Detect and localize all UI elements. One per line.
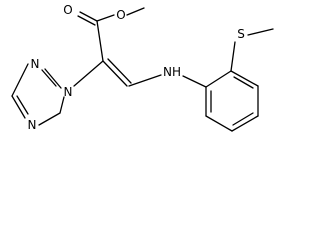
bond-carbonyl-to-alpha (96, 20, 104, 62)
triazole-n4-atom: N (28, 118, 37, 132)
carbonyl-oxygen-atom: O (63, 3, 72, 17)
bond-triazole-c3-n4-inner (16, 95, 29, 115)
bond-benzene-4 (231, 115, 259, 132)
bond-aryl-to-sulfur (230, 41, 236, 72)
amine-label: NH (163, 65, 181, 79)
ester-oxygen-atom: O (116, 8, 125, 22)
bond-triazole-n1-n2-inner (41, 69, 57, 87)
bond-benzene-2 (230, 70, 259, 87)
bond-oxygen-carbonyl-carbon (96, 14, 115, 22)
triazole-n1-atom: N (64, 85, 73, 99)
bonds (11, 7, 274, 132)
bond-benzene-1 (205, 70, 232, 88)
bond-benzene-5 (205, 115, 233, 132)
bond-vinyl-to-nh (128, 74, 162, 87)
amine-atom: NH (163, 65, 181, 79)
bond-benzene-inner-1 (233, 76, 254, 89)
sulfur-atom: S (237, 27, 245, 41)
carbonyl-oxygen-label: O (63, 3, 72, 17)
bond-methyl-oxygen (126, 7, 145, 16)
triazole-n2-atom: N (31, 57, 40, 71)
sulfur-label: S (237, 27, 245, 41)
bond-alpha-to-triazole (73, 60, 104, 87)
bond-vinyl-double-b (107, 58, 132, 84)
bond-triazole-n2-c3 (11, 63, 29, 97)
ester-oxygen-label: O (116, 8, 125, 22)
triazole-n2-label: N (31, 57, 40, 71)
triazole-n1-label: N (64, 85, 73, 99)
bond-sulfur-to-methyl (247, 28, 274, 36)
chemical-structure-diagram: O O NH S N N N (11, 3, 274, 132)
bond-nh-to-aryl (182, 75, 207, 88)
bond-triazole-n1-n2 (44, 68, 62, 89)
bond-vinyl-double-a (102, 60, 128, 87)
bond-triazole-c3-n4 (11, 95, 26, 119)
bond-carbonyl-double-a (79, 11, 98, 22)
bond-triazole-n4-c5 (38, 112, 61, 126)
bond-triazole-c5-n1 (59, 96, 65, 114)
triazole-n4-label: N (28, 118, 37, 132)
bond-benzene-inner-2 (232, 112, 254, 126)
atom-labels: O O NH S N N N (28, 3, 245, 132)
bond-carbonyl-double-b (77, 15, 96, 26)
